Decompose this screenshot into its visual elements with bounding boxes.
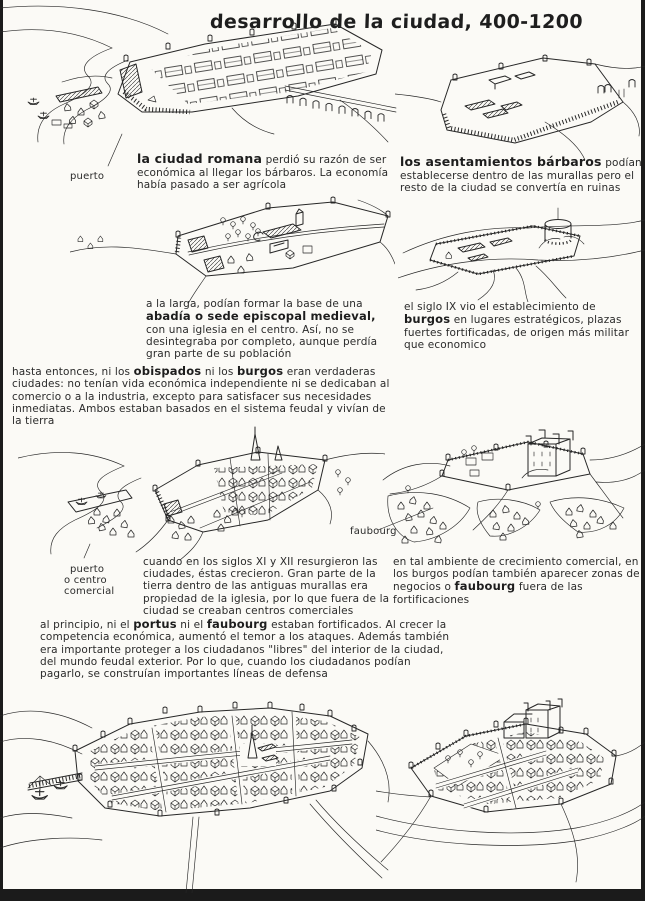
caption-burgos-pre: el siglo IX vio el establecimiento de xyxy=(404,301,596,313)
fig-barbarian-settlement-drawing xyxy=(395,54,645,161)
label-puerto-centro-comercial: puerto o centro comercial xyxy=(64,564,114,598)
paragraph-defense-b2: faubourg xyxy=(206,617,268,631)
paragraph-feudal-t2: ni los xyxy=(201,366,237,378)
fig-city-growth-drawing xyxy=(18,426,385,561)
caption-burgos-post: en lugares estratégicos, plazas fuertes … xyxy=(404,314,630,351)
label-puerto-centro-line2: o centro xyxy=(64,575,107,587)
caption-faubourg: en tal ambiente de crecimiento comercial… xyxy=(393,556,645,606)
caption-resurgence: cuando en los siglos XI y XII resurgiero… xyxy=(143,556,399,617)
caption-barbarian-text: podían establecerse dentro de las murall… xyxy=(400,157,642,194)
fig-burg-drawing xyxy=(398,207,645,302)
label-puerto-centro-line3: comercial xyxy=(64,586,115,598)
caption-abbey-post: con una iglesia en el centro. Así, no se… xyxy=(146,323,378,360)
fig-fortified-city-left-drawing xyxy=(0,701,390,893)
caption-abbey-pre: a la larga, podían formar la base de una xyxy=(146,298,363,310)
caption-faubourg-post: fuera de las fortificaciones xyxy=(393,581,583,606)
caption-barbarian: los asentamientos bárbaros podían establ… xyxy=(400,154,643,194)
scan-edge-bottom xyxy=(0,889,645,901)
fig-abbey-town-drawing xyxy=(70,196,395,304)
paragraph-defense: al principio, ni el portus ni el faubour… xyxy=(40,617,458,680)
label-puerto: puerto xyxy=(70,171,105,182)
scan-edge-left xyxy=(0,0,3,891)
paragraph-feudal-b1: obispados xyxy=(133,364,202,378)
fig-castle-faubourg-drawing xyxy=(378,429,645,544)
paragraph-feudal-t1: hasta entonces, ni los xyxy=(12,366,134,378)
paragraph-feudal-t3: eran verdaderas ciudades: no tenían vida… xyxy=(12,366,390,427)
label-puerto-centro-line1: puerto xyxy=(70,564,105,575)
paragraph-defense-t2: ni el xyxy=(176,619,207,631)
fig-roman-city-drawing xyxy=(0,5,397,167)
caption-roman-text: perdió su razón de ser económica al lleg… xyxy=(137,154,389,191)
fig-fortified-city-right-drawing xyxy=(376,698,645,883)
caption-abbey: a la larga, podían formar la base de una… xyxy=(146,298,398,360)
caption-burgos: el siglo IX vio el establecimiento de bu… xyxy=(404,301,644,351)
caption-faubourg-pre: en tal ambiente de crecimiento comercial… xyxy=(393,556,640,594)
caption-roman-city: la ciudad romana perdió su razón de ser … xyxy=(137,151,395,191)
caption-roman-lead: la ciudad romana xyxy=(137,151,263,166)
caption-resurgence-text: cuando en los siglos XI y XII resurgiero… xyxy=(143,556,390,617)
paragraph-defense-t3: estaban fortificados. Al crecer la compe… xyxy=(40,619,450,680)
caption-burgos-bold: burgos xyxy=(404,312,451,327)
label-faubourg: faubourg xyxy=(350,526,397,537)
paragraph-feudal: hasta entonces, ni los obispados ni los … xyxy=(12,364,394,427)
paragraph-defense-t1: al principio, ni el xyxy=(40,619,134,631)
caption-faubourg-bold: faubourg xyxy=(454,579,516,594)
paragraph-defense-b1: portus xyxy=(133,617,177,631)
caption-abbey-bold: abadía o sede episcopal medieval, xyxy=(146,309,376,324)
caption-barbarian-lead: los asentamientos bárbaros xyxy=(400,154,602,169)
paragraph-feudal-b2: burgos xyxy=(236,364,284,378)
